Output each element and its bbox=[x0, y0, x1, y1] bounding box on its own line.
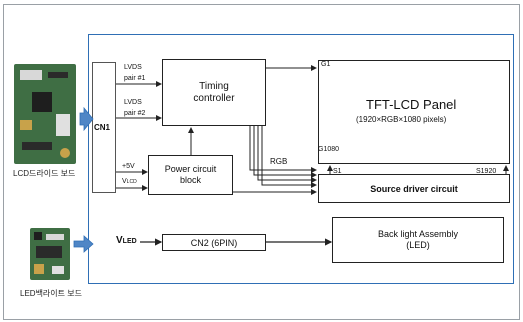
timing-controller-label: Timing controller bbox=[193, 81, 235, 104]
lcd-board-arrow bbox=[79, 106, 94, 132]
led-board-arrow bbox=[73, 235, 94, 253]
lvds1-label: LVDS bbox=[124, 64, 142, 71]
lvds2-pair-label: pair #2 bbox=[124, 110, 146, 117]
timing-controller-block: Timing controller bbox=[162, 59, 266, 126]
backlight-subtitle: (LED) bbox=[406, 240, 430, 250]
cn1-label: CN1 bbox=[94, 123, 111, 132]
led-board-caption: LED백라이트 보드 bbox=[20, 289, 82, 298]
vled-label: VLED bbox=[116, 235, 137, 246]
panel-title: TFT-LCD Panel bbox=[366, 97, 457, 112]
vlcd-label: VLCD bbox=[122, 178, 137, 185]
outer-frame bbox=[3, 4, 520, 320]
lvds1-pair-label: pair #1 bbox=[124, 75, 146, 82]
tft-lcd-panel bbox=[318, 60, 510, 164]
backlight-title: Back light Assembly bbox=[377, 229, 459, 240]
lcd-driver-board-image bbox=[14, 64, 76, 164]
g1-label: G1 bbox=[321, 61, 331, 68]
lvds2-label: LVDS bbox=[124, 99, 142, 106]
panel-subtitle: (1920×RGB×1080 pixels) bbox=[356, 115, 447, 124]
source-driver-block: Source driver circuit bbox=[318, 174, 510, 203]
cn2-connector: CN2 (6PIN) bbox=[162, 234, 266, 251]
rgb-label: RGB bbox=[270, 157, 288, 166]
cn2-label: CN2 (6PIN) bbox=[190, 237, 238, 248]
s1-label: S1 bbox=[333, 168, 342, 175]
power-circuit-label: Power circuit block bbox=[164, 164, 217, 185]
source-driver-label: Source driver circuit bbox=[370, 183, 458, 194]
lcd-board-caption: LCD드라이드 보드 bbox=[13, 169, 76, 178]
backlight-assembly-block: Back light Assembly (LED) bbox=[332, 217, 504, 263]
power-circuit-block: Power circuit block bbox=[148, 155, 233, 195]
system-frame bbox=[88, 34, 514, 284]
cn1-connector bbox=[92, 62, 116, 193]
led-backlight-board-image bbox=[30, 228, 70, 280]
g1080-label: G1080 bbox=[318, 146, 340, 153]
plus5v-label: +5V bbox=[122, 163, 135, 170]
s1920-label: S1920 bbox=[476, 168, 497, 175]
